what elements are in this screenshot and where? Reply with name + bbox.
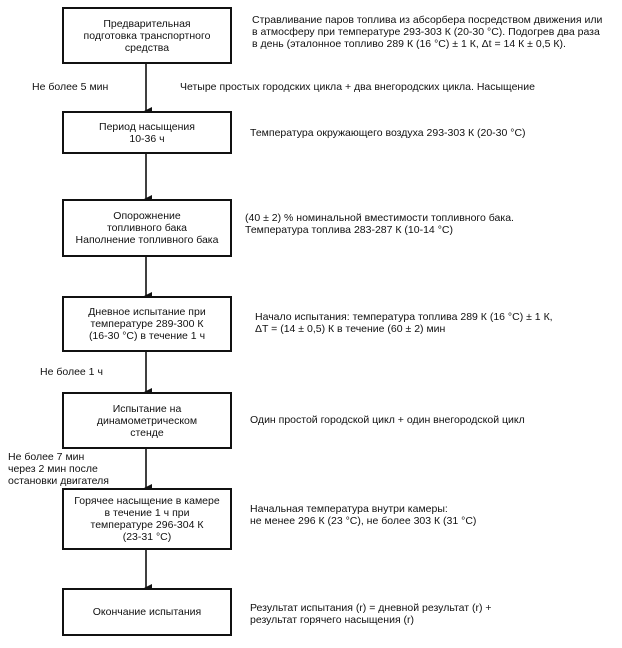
step-box-dyno-test: Испытание на динамометрическом стенде	[62, 392, 232, 449]
step-box-test-end: Окончание испытания	[62, 588, 232, 636]
label-max-5-min: Не более 5 мин	[32, 81, 109, 93]
label-max-1-h: Не более 1 ч	[40, 366, 103, 378]
label-max-7-min: Не более 7 мин через 2 мин после останов…	[8, 451, 109, 487]
step-note-soak-period: Температура окружающего воздуха 293-303 …	[250, 127, 526, 139]
step-note-test-end: Результат испытания (r) = дневной резуль…	[250, 602, 492, 626]
step-box-preparation: Предварительная подготовка транспортного…	[62, 7, 232, 64]
step-note-tank-drain-fill: (40 ± 2) % номинальной вместимости топли…	[245, 212, 514, 236]
step-note-preparation: Стравливание паров топлива из абсорбера …	[252, 14, 603, 50]
step-note-diurnal-test: Начало испытания: температура топлива 28…	[255, 311, 553, 335]
step-box-tank-drain-fill: Опорожнение топливного бака Наполнение т…	[62, 199, 232, 257]
step-note-dyno-test: Один простой городской цикл + один внего…	[250, 414, 525, 426]
step-note-hot-soak: Начальная температура внутри камеры: не …	[250, 503, 477, 527]
step-box-hot-soak: Горячее насыщение в камере в течение 1 ч…	[62, 488, 232, 550]
label-urban-cycles: Четыре простых городских цикла + два вне…	[180, 81, 535, 93]
step-box-diurnal-test: Дневное испытание при температуре 289-30…	[62, 296, 232, 352]
step-box-soak-period: Период насыщения 10-36 ч	[62, 111, 232, 154]
